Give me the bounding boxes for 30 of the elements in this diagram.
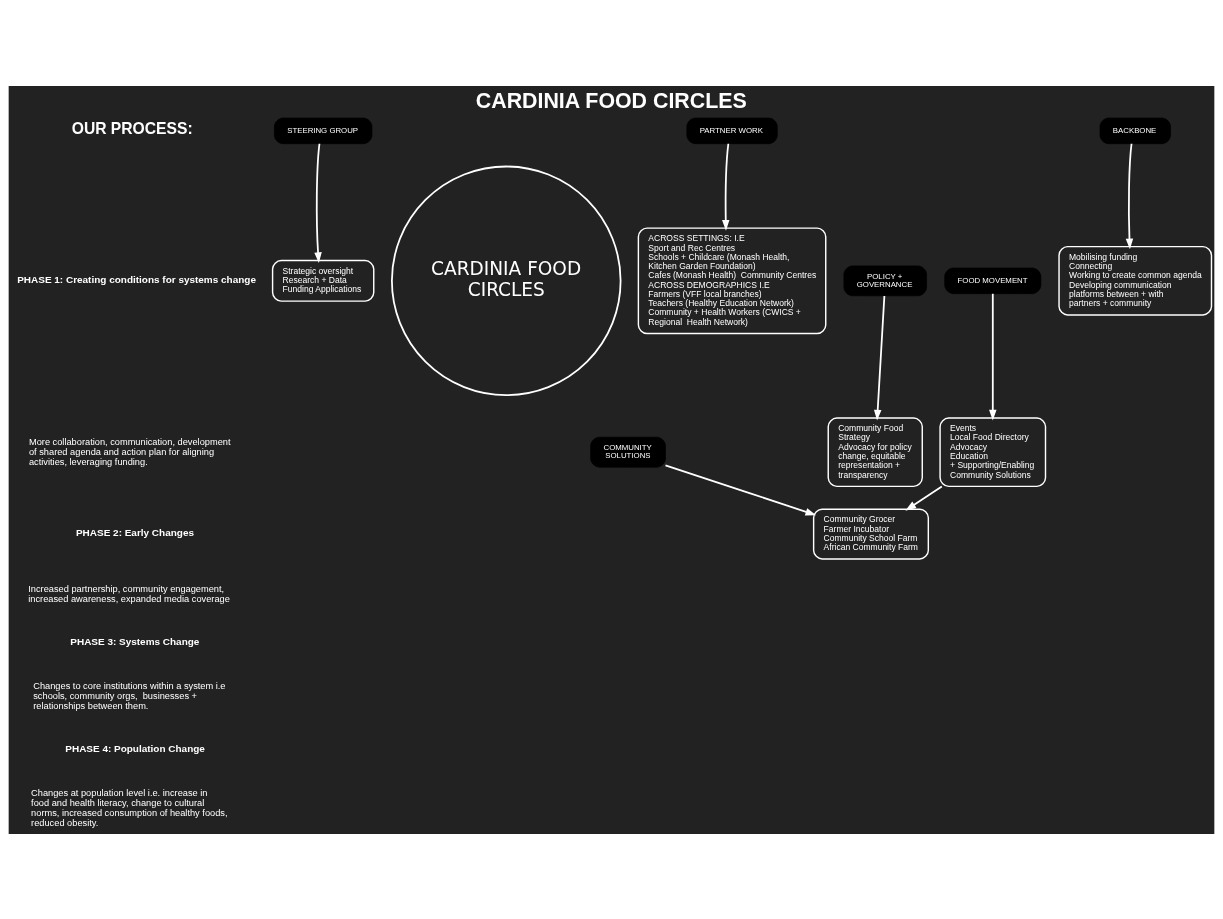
node-box: Community Grocer Farmer Incubator Community School Farm African Community Farm xyxy=(812,507,930,560)
label: PHASE 2: Early Changes xyxy=(75,526,194,538)
arrow xyxy=(989,292,997,420)
arrow xyxy=(664,463,817,515)
node-box: Mobilising funding Connecting Working to create common agenda Developing communication platforms between + with partners + community xyxy=(1058,245,1213,316)
label: Changes to core institutions within a system i.e schools, community orgs, businesses + relationships between them. xyxy=(33,680,226,711)
label: PHASE 3: Systems Change xyxy=(70,635,200,647)
node-box: POLICY + GOVERNANCE xyxy=(843,265,927,296)
node-box: BACKBONE xyxy=(1099,117,1171,144)
label: Increased partnership, community engagement, increased awareness, expanded media coverage xyxy=(28,583,230,604)
node-box: FOOD MOVEMENT xyxy=(944,267,1042,294)
label: PHASE 4: Population Change xyxy=(65,742,205,754)
label: PHASE 1: Creating conditions for systems change xyxy=(17,273,256,285)
node-box: PARTNER WORK xyxy=(686,117,778,144)
node-box: ACROSS SETTINGS: I.E Sport and Rec Centres Schools + Childcare (Monash Health, Kitchen Garden Foundation) Cafes (Monash Health) Community Centres ACROSS DEMOGRAPHICS I.E Farmers (VFF local branches) Teachers (Healthy Education Network) Community + Health Workers (CWICS + Regional Health Network) xyxy=(637,226,827,334)
label: Changes at population level i.e. increase in food and health literacy, change to cultural norms, increased consumption of healthy foods, reduced obesity. xyxy=(31,787,228,828)
arrow xyxy=(1125,142,1134,249)
arrow xyxy=(873,294,886,421)
diagram-title: CARDINIA FOOD CIRCLES xyxy=(475,88,747,113)
node-box: COMMUNITY SOLUTIONS xyxy=(590,436,666,467)
node-circle: CARDINIA FOOD CIRCLES xyxy=(391,165,622,396)
arrow xyxy=(722,142,730,231)
label: OUR PROCESS: xyxy=(71,119,193,137)
label: More collaboration, communication, development of shared agenda and action plan for aligning activities, leveraging funding. xyxy=(28,436,231,467)
arrow xyxy=(314,142,322,263)
node-box: Strategic oversight Research + Data Funding Applications xyxy=(271,259,375,302)
node-box: Community Food Strategy Advocacy for policy change, equitable representation + transparency xyxy=(827,416,923,487)
arrow xyxy=(905,485,943,511)
node-box: STEERING GROUP xyxy=(274,117,373,144)
node-box: Events Local Food Directory Advocacy Education + Supporting/Enabling Community Solutions xyxy=(939,416,1047,487)
